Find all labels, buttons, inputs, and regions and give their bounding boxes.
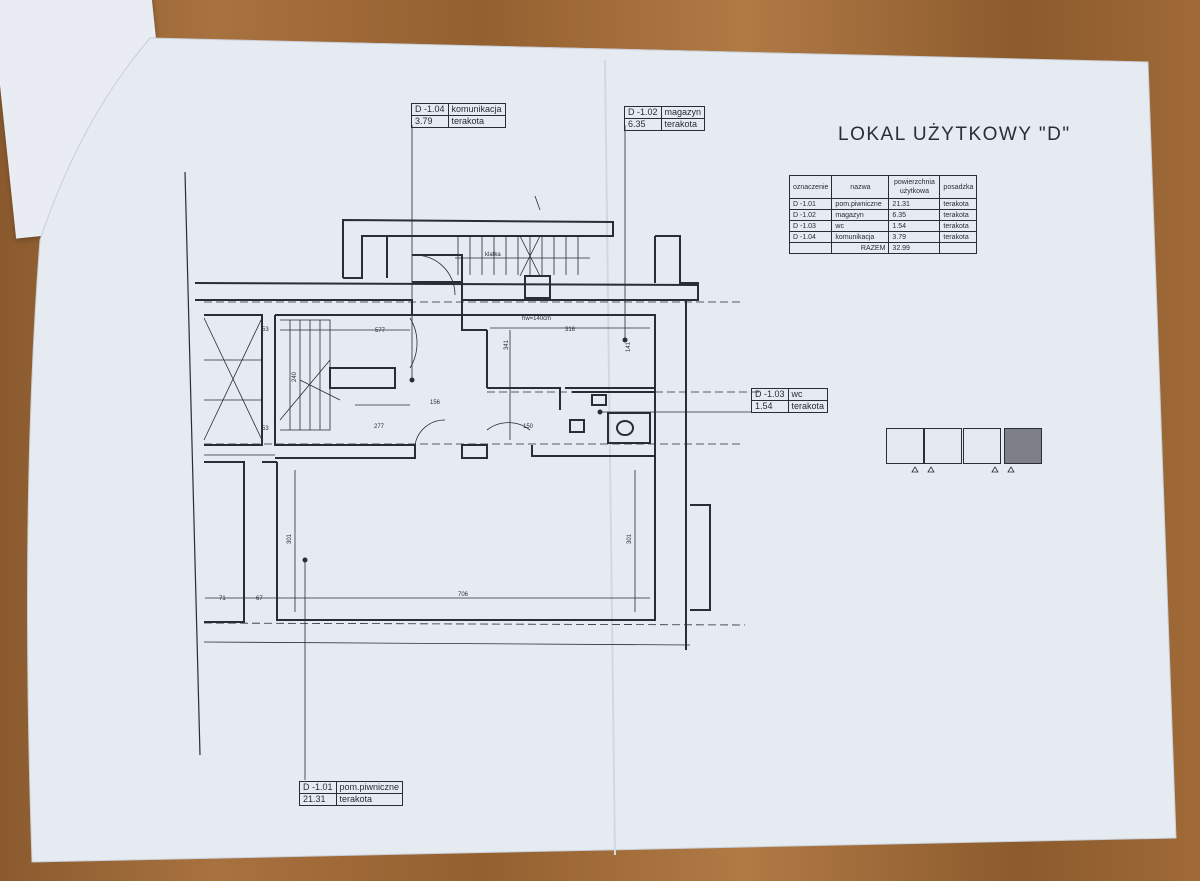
tag-name: pom.piwniczne [335,781,404,794]
tag-id: D -1.04 [411,103,449,116]
tag-floor: terakota [447,115,506,128]
tag-id: D -1.02 [624,106,662,119]
legend-box [963,428,1001,464]
legend-box-highlighted [1004,428,1042,464]
tag-floor: terakota [335,793,404,806]
dim-301b: 301 [627,533,633,544]
paper-fold [604,59,616,856]
leader-dot [302,557,308,563]
dim-341: 341 [504,339,510,350]
dim-240: 240 [292,371,298,382]
dim-316: 316 [565,327,576,333]
tag-id: D -1.03 [751,388,789,401]
dim-577: 577 [375,328,386,334]
thin-lines [203,125,760,780]
tag-area: 21.31 [299,793,337,806]
legend-box [886,428,924,464]
dim-53b: 53 [262,426,269,432]
tag-area: 6.35 [624,118,662,131]
table-header-row: oznaczenie nazwa powierzchnia użytkowa p… [788,175,978,199]
plan-title: LOKAL UŻYTKOWY "D" [838,124,1071,145]
tag-floor: terakota [787,400,829,413]
leader-dot [409,377,415,383]
hw-label: hw=140cm [522,316,551,322]
dim-53: 53 [262,327,269,333]
dim-706: 706 [458,592,469,598]
dim-301a: 301 [287,533,293,544]
dim-67: 67 [256,596,263,602]
dim-156: 156 [430,400,441,406]
dimension-labels: 577 316 53 53 706 71 67 301 301 150 156 … [219,252,633,602]
dim-150: 150 [523,424,534,430]
dim-277: 277 [374,424,385,430]
tag-name: komunikacja [447,103,506,116]
tag-area: 1.54 [751,400,789,413]
tag-name: wc [787,388,829,401]
total-label: RAZEM [831,242,890,254]
tag-id: D -1.01 [299,781,337,794]
tag-area: 3.79 [411,115,449,128]
leader-dot [622,337,628,343]
tag-floor: terakota [660,118,706,131]
total-value: 32.99 [888,242,941,254]
dim-141: 141 [626,341,632,352]
legend-box [924,428,962,464]
stairs-label: klatka [485,252,501,258]
dim-71: 71 [219,596,226,602]
area-summary-table: oznaczenie nazwa powierzchnia użytkowa p… [788,175,978,254]
header-floor: posadzka [939,175,978,199]
tag-name: magazyn [660,106,706,119]
header-name: nazwa [831,175,890,199]
header-area: powierzchnia użytkowa [888,175,941,199]
leader-dot [597,409,603,415]
header-id: oznaczenie [788,175,833,199]
